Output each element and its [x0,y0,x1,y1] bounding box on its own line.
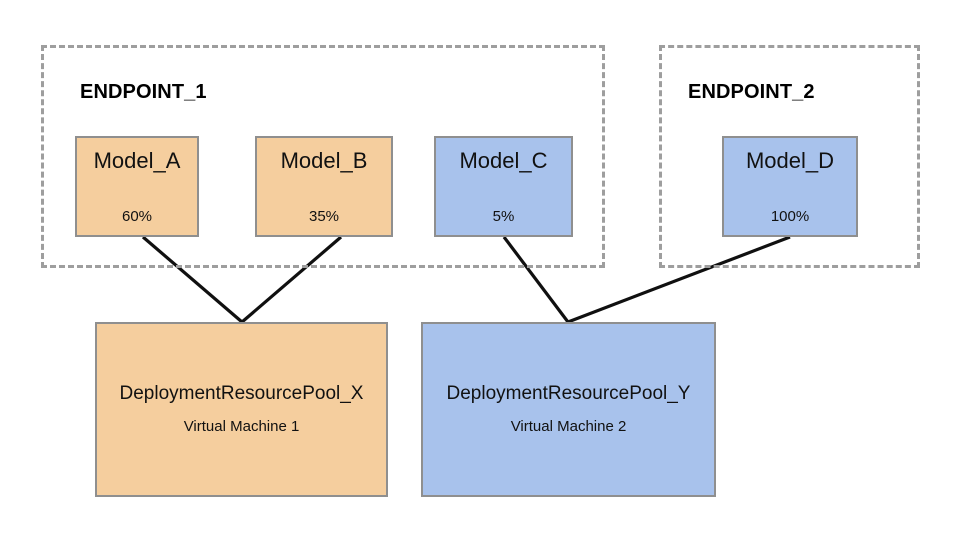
model-d-traffic-split: 100% [770,208,810,225]
model-box-model-a[interactable]: Model_A 60% [75,136,199,237]
pool-x-name: DeploymentResourcePool_X [119,383,364,405]
model-box-model-c[interactable]: Model_C 5% [434,136,573,237]
pool-y-name: DeploymentResourcePool_Y [446,383,691,405]
model-box-model-b[interactable]: Model_B 35% [255,136,393,237]
resource-pool-box-x[interactable]: DeploymentResourcePool_X Virtual Machine… [95,322,388,497]
model-c-traffic-split: 5% [492,208,515,225]
pool-y-machine: Virtual Machine 2 [510,417,627,435]
endpoint-group-1[interactable] [41,45,605,268]
model-d-name: Model_D [745,148,835,173]
model-a-name: Model_A [93,148,181,173]
model-b-traffic-split: 35% [308,208,340,225]
endpoint-2-label: ENDPOINT_2 [688,81,815,103]
model-a-traffic-split: 60% [121,208,153,225]
model-box-model-d[interactable]: Model_D 100% [722,136,858,237]
model-b-name: Model_B [280,148,368,173]
model-c-name: Model_C [459,148,548,173]
pool-x-machine: Virtual Machine 1 [183,417,300,435]
resource-pool-box-y[interactable]: DeploymentResourcePool_Y Virtual Machine… [421,322,716,497]
endpoint-1-label: ENDPOINT_1 [80,81,207,103]
endpoint-group-2[interactable] [659,45,920,268]
